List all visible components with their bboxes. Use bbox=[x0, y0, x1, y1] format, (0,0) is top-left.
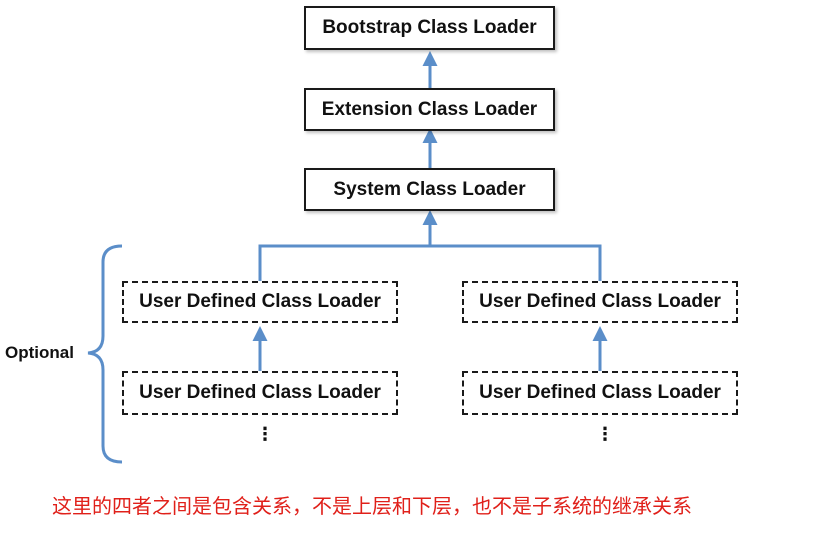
bootstrap-class-loader-box: Bootstrap Class Loader bbox=[304, 6, 555, 50]
extension-class-loader-box: Extension Class Loader bbox=[304, 88, 555, 131]
ellipsis-left: ⋮ bbox=[256, 424, 274, 444]
user-defined-class-loader-left-top: User Defined Class Loader bbox=[122, 281, 398, 323]
optional-brace bbox=[87, 244, 123, 464]
ellipsis-right: ⋮ bbox=[596, 424, 614, 444]
relationship-note: 这里的四者之间是包含关系，不是上层和下层，也不是子系统的继承关系 bbox=[52, 494, 692, 518]
user-defined-class-loader-right-top: User Defined Class Loader bbox=[462, 281, 738, 323]
optional-label: Optional bbox=[5, 343, 74, 362]
user-defined-class-loader-left-bottom: User Defined Class Loader bbox=[122, 371, 398, 415]
system-class-loader-box: System Class Loader bbox=[304, 168, 555, 211]
user-defined-class-loader-right-bottom: User Defined Class Loader bbox=[462, 371, 738, 415]
